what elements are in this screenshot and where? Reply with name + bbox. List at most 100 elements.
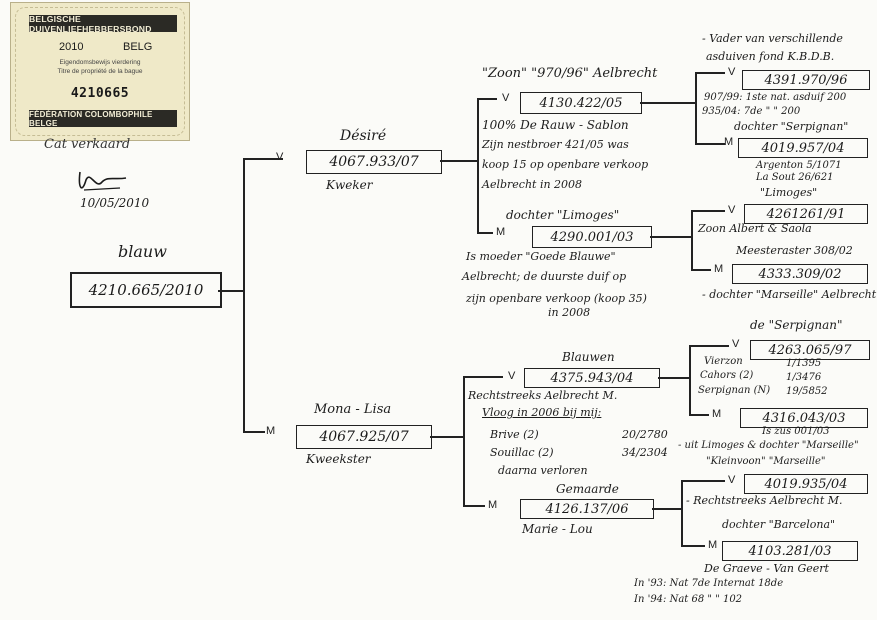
connector [218, 290, 244, 292]
mf-race-1: Brive (2) [490, 428, 539, 441]
mf-title: Blauwen [562, 350, 615, 364]
mff-race-3: Serpignan (N) [698, 385, 771, 396]
mff-label-v: V [732, 338, 740, 350]
fff-ring-box: 4391.970/96 [742, 70, 870, 90]
ff-note-2: Zijn nestbroer 421/05 was [482, 138, 629, 151]
mm-ring-box: 4126.137/06 [520, 499, 654, 519]
fff-note-2: 935/04: 7de " " 200 [702, 106, 801, 117]
connector [477, 232, 493, 234]
connector [691, 269, 711, 271]
mmm-ring-box: 4103.281/03 [722, 541, 858, 561]
stamp-bottom-band: FÉDÉRATION COLOMBOPHILE BELGE [29, 110, 177, 128]
fmm-ring-box: 4333.309/02 [732, 264, 868, 284]
connector [689, 345, 729, 347]
ff-ring-box: 4130.422/05 [520, 92, 642, 114]
fmm-note-1: - dochter "Marseille" Aelbrecht [702, 288, 877, 301]
stamp-guilloche-border [15, 7, 185, 136]
signature-mark [78, 171, 127, 191]
ff-note-3: koop 15 op openbare verkoop [482, 158, 649, 171]
mf-note-1: Rechtstreeks Aelbrecht M. [468, 389, 618, 402]
mff-race-1-result: 1/1395 [786, 358, 822, 369]
father-ring-box: 4067.933/07 [306, 150, 442, 174]
mff-ring-box: 4263.065/97 [750, 340, 870, 360]
ff-title: "Zoon" "970/96" Aelbrecht [482, 66, 658, 81]
fm-note-3: zijn openbare verkoop (koop 35) [466, 292, 647, 305]
fmf-label-v: V [728, 204, 736, 216]
mf-label-v: V [508, 370, 516, 382]
mmm-label-m: M [708, 539, 718, 551]
fmm-label-m: M [714, 263, 724, 275]
connector [440, 160, 478, 162]
mff-race-2-result: 1/3476 [786, 372, 822, 383]
fff-note-top-2: asduiven fond K.B.D.B. [706, 50, 835, 63]
mm-label-m: M [488, 499, 498, 511]
mff-race-3-result: 19/5852 [786, 386, 828, 397]
fm-label-m: M [496, 226, 506, 238]
mm-name: Marie - Lou [522, 522, 593, 536]
mmm-note-1: In '93: Nat 7de Internat 18de [634, 578, 784, 589]
mf-race-2-result: 34/2304 [622, 446, 668, 459]
connector [463, 376, 465, 506]
stamp-ring-number: 4210665 [70, 86, 130, 101]
connector [681, 545, 705, 547]
connector [695, 72, 725, 74]
connector [689, 345, 691, 415]
fm-title: dochter "Limoges" [506, 208, 620, 222]
sale-note: Cat verkaard [44, 137, 131, 152]
connector [477, 98, 497, 100]
father-name: Désiré [340, 128, 387, 144]
mother-name: Mona - Lisa [314, 402, 392, 417]
sale-date: 10/05/2010 [80, 196, 150, 210]
ffm-note-1: Argenton 5/1071 [756, 160, 842, 171]
ring-certificate-stamp: BELGISCHE DUIVENLIEFHEBBERSBOND 2010 BEL… [10, 2, 190, 141]
mmm-title: dochter "Barcelona" [722, 518, 836, 531]
ff-label-v: V [502, 92, 510, 104]
connector [691, 210, 725, 212]
fff-title: dochter "Serpignan" [734, 120, 849, 133]
mother-ring-box: 4067.925/07 [296, 425, 432, 449]
ff-note-1: 100% De Rauw - Sablon [482, 118, 629, 132]
fm-note-4: in 2008 [548, 306, 591, 319]
mmf-note-1: - Rechtstreeks Aelbrecht M. [686, 494, 843, 507]
mother-role: Kweekster [306, 452, 371, 466]
connector [243, 431, 265, 433]
mfm-note-1: Is zus 001/03 [762, 426, 830, 437]
mmf-label-v: V [728, 474, 736, 486]
father-label-v: V [276, 151, 284, 163]
connector [652, 508, 682, 510]
ffm-ring-box: 4019.957/04 [738, 138, 868, 158]
subject-color: blauw [118, 242, 167, 261]
fm-ring-box: 4290.001/03 [532, 226, 652, 248]
connector [463, 505, 485, 507]
connector [463, 376, 503, 378]
mfm-note-2: - uit Limoges & dochter "Marseille" [678, 440, 859, 451]
connector [681, 480, 683, 546]
connector [243, 158, 245, 432]
fmf-note-1: Zoon Albert & Saola [698, 222, 812, 235]
mf-race-1-result: 20/2780 [622, 428, 668, 441]
mmm-note-2: In '94: Nat 68 " " 102 [634, 594, 743, 605]
fm-note-1: Is moeder "Goede Blauwe" [466, 250, 616, 263]
fff-label-v: V [728, 66, 736, 78]
connector [681, 480, 725, 482]
mother-label-m: M [266, 425, 276, 437]
mf-ring-box: 4375.943/04 [524, 368, 660, 388]
fmf-ring-box: 4261261/91 [744, 204, 868, 224]
fmf-note-2: Meesteraster 308/02 [736, 244, 853, 257]
stamp-line-2: Titre de propriété de la bague [57, 68, 143, 75]
connector [430, 436, 464, 438]
connector [640, 102, 696, 104]
connector [658, 377, 690, 379]
mf-note-2: Vloog in 2006 bij mij: [482, 406, 602, 419]
connector [695, 143, 725, 145]
ffm-label-m: M [724, 136, 734, 148]
fm-note-2: Aelbrecht; de duurste duif op [462, 270, 627, 283]
mfm-label-m: M [712, 408, 722, 420]
father-role: Kweker [326, 178, 373, 192]
mf-race-2: Souillac (2) [490, 446, 554, 459]
stamp-year: 2010 [59, 41, 84, 53]
connector [650, 236, 692, 238]
mfm-ring-box: 4316.043/03 [740, 408, 868, 428]
mm-title: Gemaarde [556, 482, 619, 496]
connector [477, 98, 479, 233]
